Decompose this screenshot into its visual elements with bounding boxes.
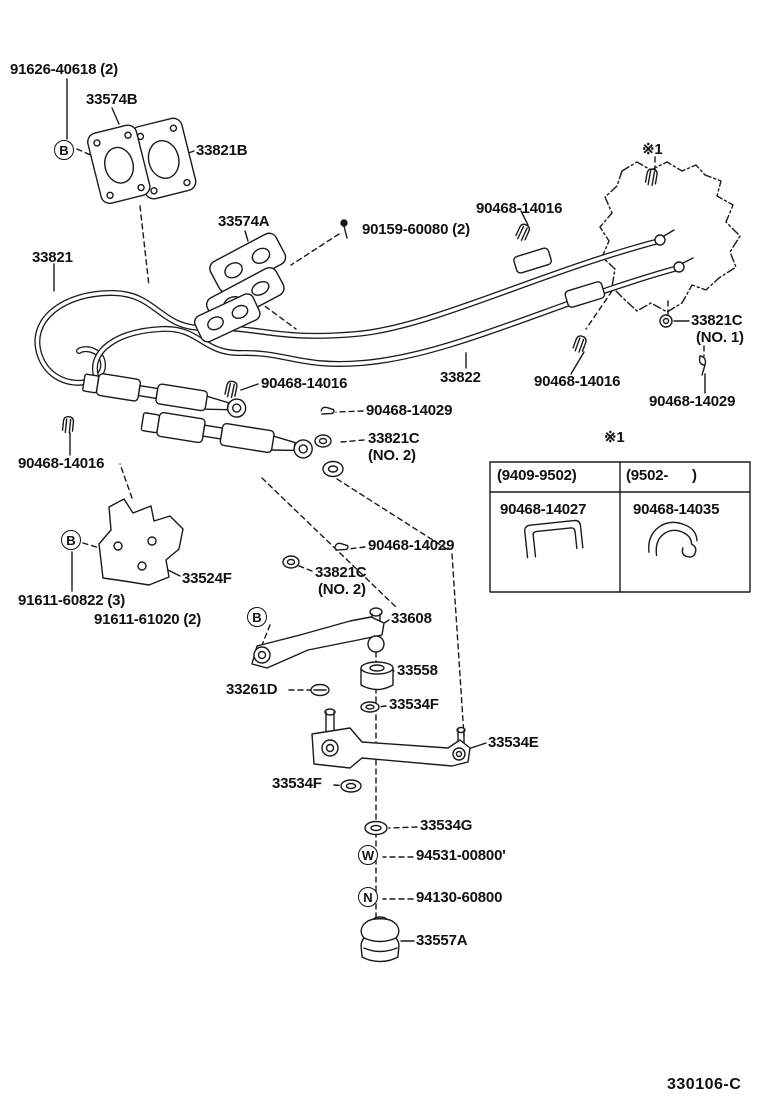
label-33821: 33821 — [32, 249, 73, 266]
label-33574B: 33574B — [86, 91, 138, 108]
label-33608: 33608 — [391, 610, 432, 627]
table-col1-header: (9409-9502) — [497, 467, 577, 484]
bushing-33558 — [360, 661, 394, 691]
label-33558: 33558 — [397, 662, 438, 679]
label-91611-60822: 91611-60822 (3) — [18, 592, 126, 609]
label-33822: 33822 — [440, 369, 481, 386]
callout-N-nut: N — [358, 887, 378, 907]
label-90468-14016-left: 90468-14016 — [18, 455, 105, 472]
drawing-number: 330106-C — [667, 1076, 742, 1093]
callout-B-lever: B — [247, 607, 267, 627]
label-33557A: 33557A — [416, 932, 468, 949]
dashed-leader-lines — [76, 148, 705, 928]
retainer-clips — [61, 167, 707, 569]
transmission-outline — [599, 161, 741, 313]
plate-33574A — [193, 232, 287, 343]
label-33821C-no2-lower-sub: (NO. 2) — [318, 581, 366, 598]
label-90468-14016-right: 90468-14016 — [534, 373, 621, 390]
bracket-33524F — [98, 498, 184, 586]
label-33821C-no2-upper-sub: (NO. 2) — [368, 447, 416, 464]
label-33574A: 33574A — [218, 213, 270, 230]
callout-W-washer: W — [358, 845, 378, 865]
label-33821C-no2-upper: 33821C — [368, 430, 420, 447]
lever-33608 — [251, 607, 385, 669]
callout-B-plate: B — [54, 140, 74, 160]
cable-adjusters — [82, 373, 344, 478]
label-ref-mark-top: ※1 — [642, 141, 663, 158]
label-91611-61020: 91611-61020 (2) — [94, 611, 202, 628]
label-33821B: 33821B — [196, 142, 248, 159]
label-90468-14029-lower: 90468-14029 — [368, 537, 455, 554]
label-33534F-upper: 33534F — [389, 696, 439, 713]
clip-14035-icon — [648, 521, 698, 558]
label-33261D: 33261D — [226, 681, 278, 698]
plate-33574B — [87, 117, 197, 205]
table-ref-marker: ※1 — [604, 429, 625, 446]
label-91626-40618: 91626-40618 (2) — [10, 61, 118, 78]
label-90468-14029-right: 90468-14029 — [649, 393, 736, 410]
cable-conduit-fittings — [513, 247, 606, 308]
label-33534G: 33534G — [420, 817, 473, 834]
leader-lines — [53, 78, 706, 942]
label-33821C-no1: 33821C — [691, 312, 743, 329]
label-33534E: 33534E — [488, 734, 539, 751]
label-94531-00800: 94531-00800' — [416, 847, 506, 864]
screw-icon — [340, 219, 348, 239]
table-col1-part: 90468-14027 — [500, 501, 587, 518]
label-33534F-lower: 33534F — [272, 775, 322, 792]
clip-14027-icon — [524, 519, 584, 559]
label-90468-14029-mid: 90468-14029 — [366, 402, 453, 419]
callout-B-bracket: B — [61, 530, 81, 550]
cotter-pin-icon — [698, 355, 707, 376]
boot-33557A — [360, 916, 400, 963]
label-33524F: 33524F — [182, 570, 232, 587]
link-33534E — [311, 708, 471, 769]
table-col2-part: 90468-14035 — [633, 501, 720, 518]
cable-end-fittings — [654, 229, 694, 273]
variant-table-frame — [489, 461, 751, 593]
label-90468-14016-top: 90468-14016 — [476, 200, 563, 217]
label-90159-60080: 90159-60080 (2) — [362, 221, 470, 238]
table-col2-header: (9502- ) — [626, 467, 697, 484]
small-rings — [310, 683, 388, 836]
label-94130-60800: 94130-60800 — [416, 889, 503, 906]
label-33821C-no2-lower: 33821C — [315, 564, 367, 581]
label-33821C-no1-sub: (NO. 1) — [696, 329, 744, 346]
label-90468-14016-mid: 90468-14016 — [261, 375, 348, 392]
